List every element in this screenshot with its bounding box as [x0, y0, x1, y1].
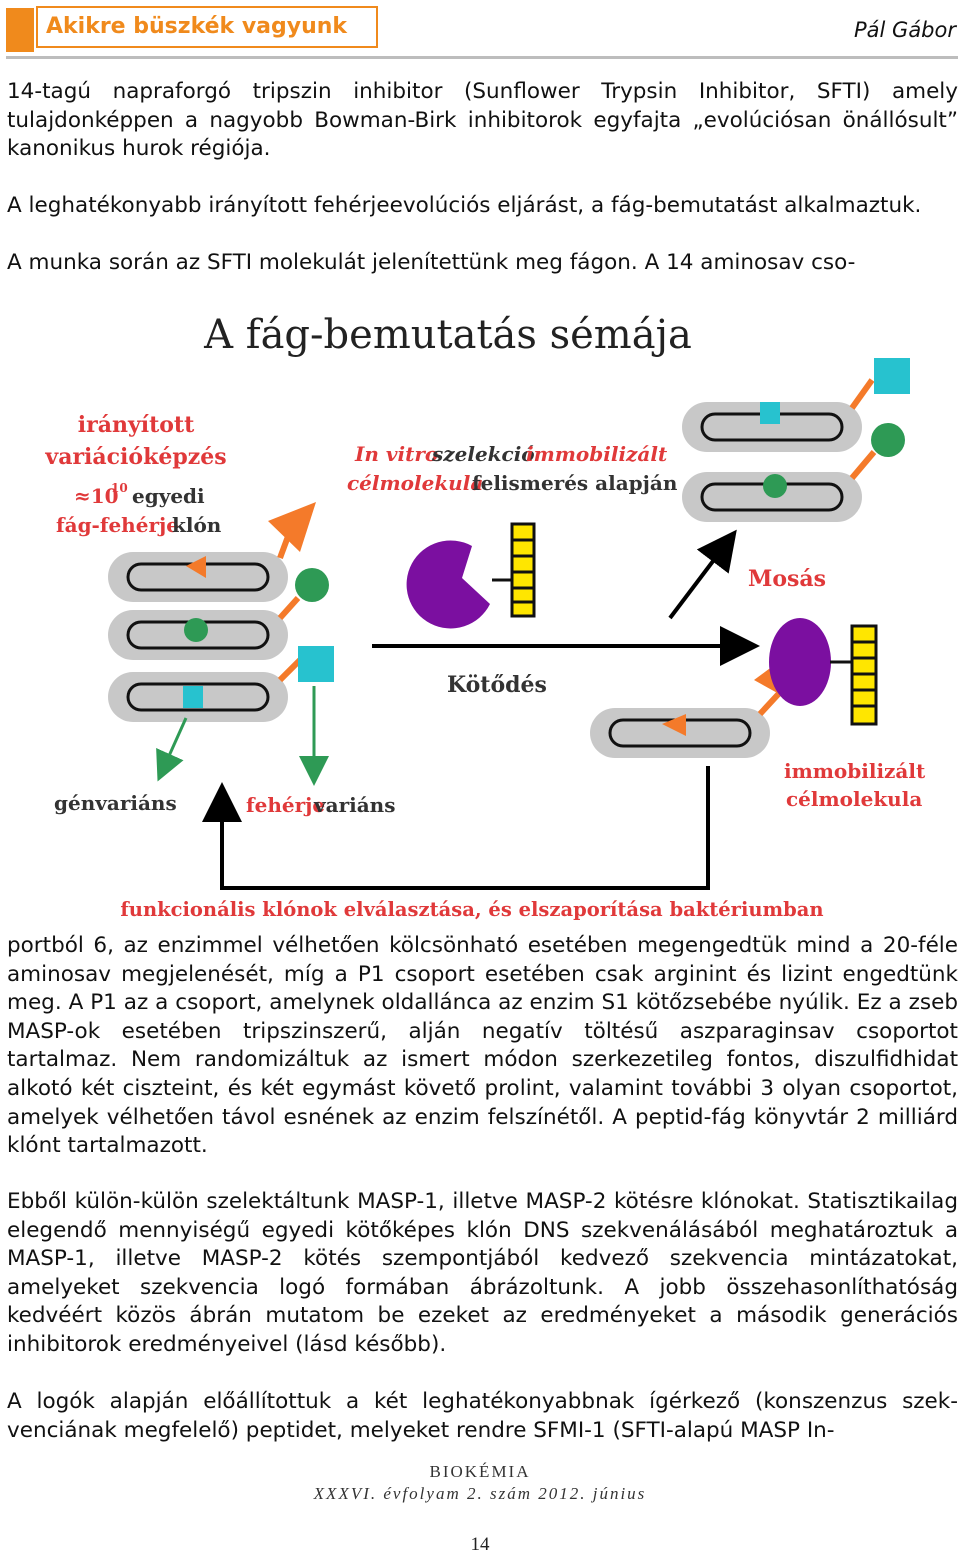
paragraph-intro-3: A munka során az SFTI molekulát jeleníte…: [7, 250, 856, 275]
page-number: 14: [470, 1534, 490, 1555]
label-varians: variáns: [313, 793, 395, 817]
label-variaciokepzes: variációképzés: [44, 444, 226, 470]
label-celmolekula-2: célmolekula: [786, 787, 922, 811]
label-exponent: 10: [111, 481, 128, 495]
paragraph-intro-1: 14-tagú napraforgó tripszin inhibitor (S…: [7, 79, 958, 162]
label-klon: klón: [172, 513, 222, 537]
target-molecule-bound: [769, 618, 878, 726]
target-molecule-middle: [406, 522, 536, 629]
label-mosas: Mosás: [748, 566, 826, 592]
paragraph-intro-2: A leghatékonyabb irányított fehérjeevolú…: [7, 193, 922, 218]
section-color-block: [6, 8, 34, 52]
paragraph-body-1: portból 6, az enzimmel vélhetően kölcsön…: [7, 933, 958, 1159]
figure-title: A fág-bemutatás sémája: [203, 312, 692, 358]
paragraph-body-3: A logók alapján előállítottuk a két legh…: [7, 1389, 958, 1443]
label-approx: ≈10: [74, 484, 119, 508]
label-funkcionalis: funkcionális klónok elválasztása, és els…: [120, 898, 823, 921]
label-immobilizalt-2: immobilizált: [784, 759, 926, 783]
label-in-vitro: In vitro: [354, 442, 438, 466]
phage-left-2: [108, 568, 329, 660]
label-fag-feherje: fág-fehérje: [56, 513, 179, 537]
author-name: Pál Gábor: [854, 18, 956, 42]
phage-display-figure: A fág-bemutatás sémája irányított variác…: [0, 296, 960, 926]
phage-right-2: [682, 423, 905, 522]
page-header: Akikre büszkék vagyunk Pál Gábor: [0, 0, 960, 60]
label-felismeres: felismerés alapján: [472, 471, 678, 495]
paragraph-body-2: Ebből külön-külön szelektáltunk MASP-1, …: [7, 1189, 958, 1357]
label-kotodes: Kötődés: [447, 672, 547, 698]
phage-left-3: [108, 646, 334, 722]
phage-display-diagram: A fág-bemutatás sémája irányított variác…: [44, 312, 926, 921]
footer-journal-name: BIOKÉMIA: [429, 1462, 531, 1481]
label-immobilizalt: immobilizált: [526, 442, 668, 466]
label-iranyitott: irányított: [78, 412, 195, 438]
label-feherje: fehérje: [246, 793, 325, 817]
phage-left-1: [108, 502, 316, 602]
phage-right-1: [682, 358, 910, 452]
label-egyedi: egyedi: [132, 484, 205, 508]
label-szelekcio: szelekció: [431, 442, 535, 466]
label-celmolekula: célmolekula: [347, 471, 483, 495]
header-divider: [6, 56, 958, 59]
footer-issue: XXXVI. évfolyam 2. szám 2012. június: [313, 1484, 647, 1503]
section-title: Akikre büszkék vagyunk: [36, 6, 378, 48]
phage-bound: [590, 646, 800, 758]
label-genvarians: génvariáns: [54, 791, 177, 815]
